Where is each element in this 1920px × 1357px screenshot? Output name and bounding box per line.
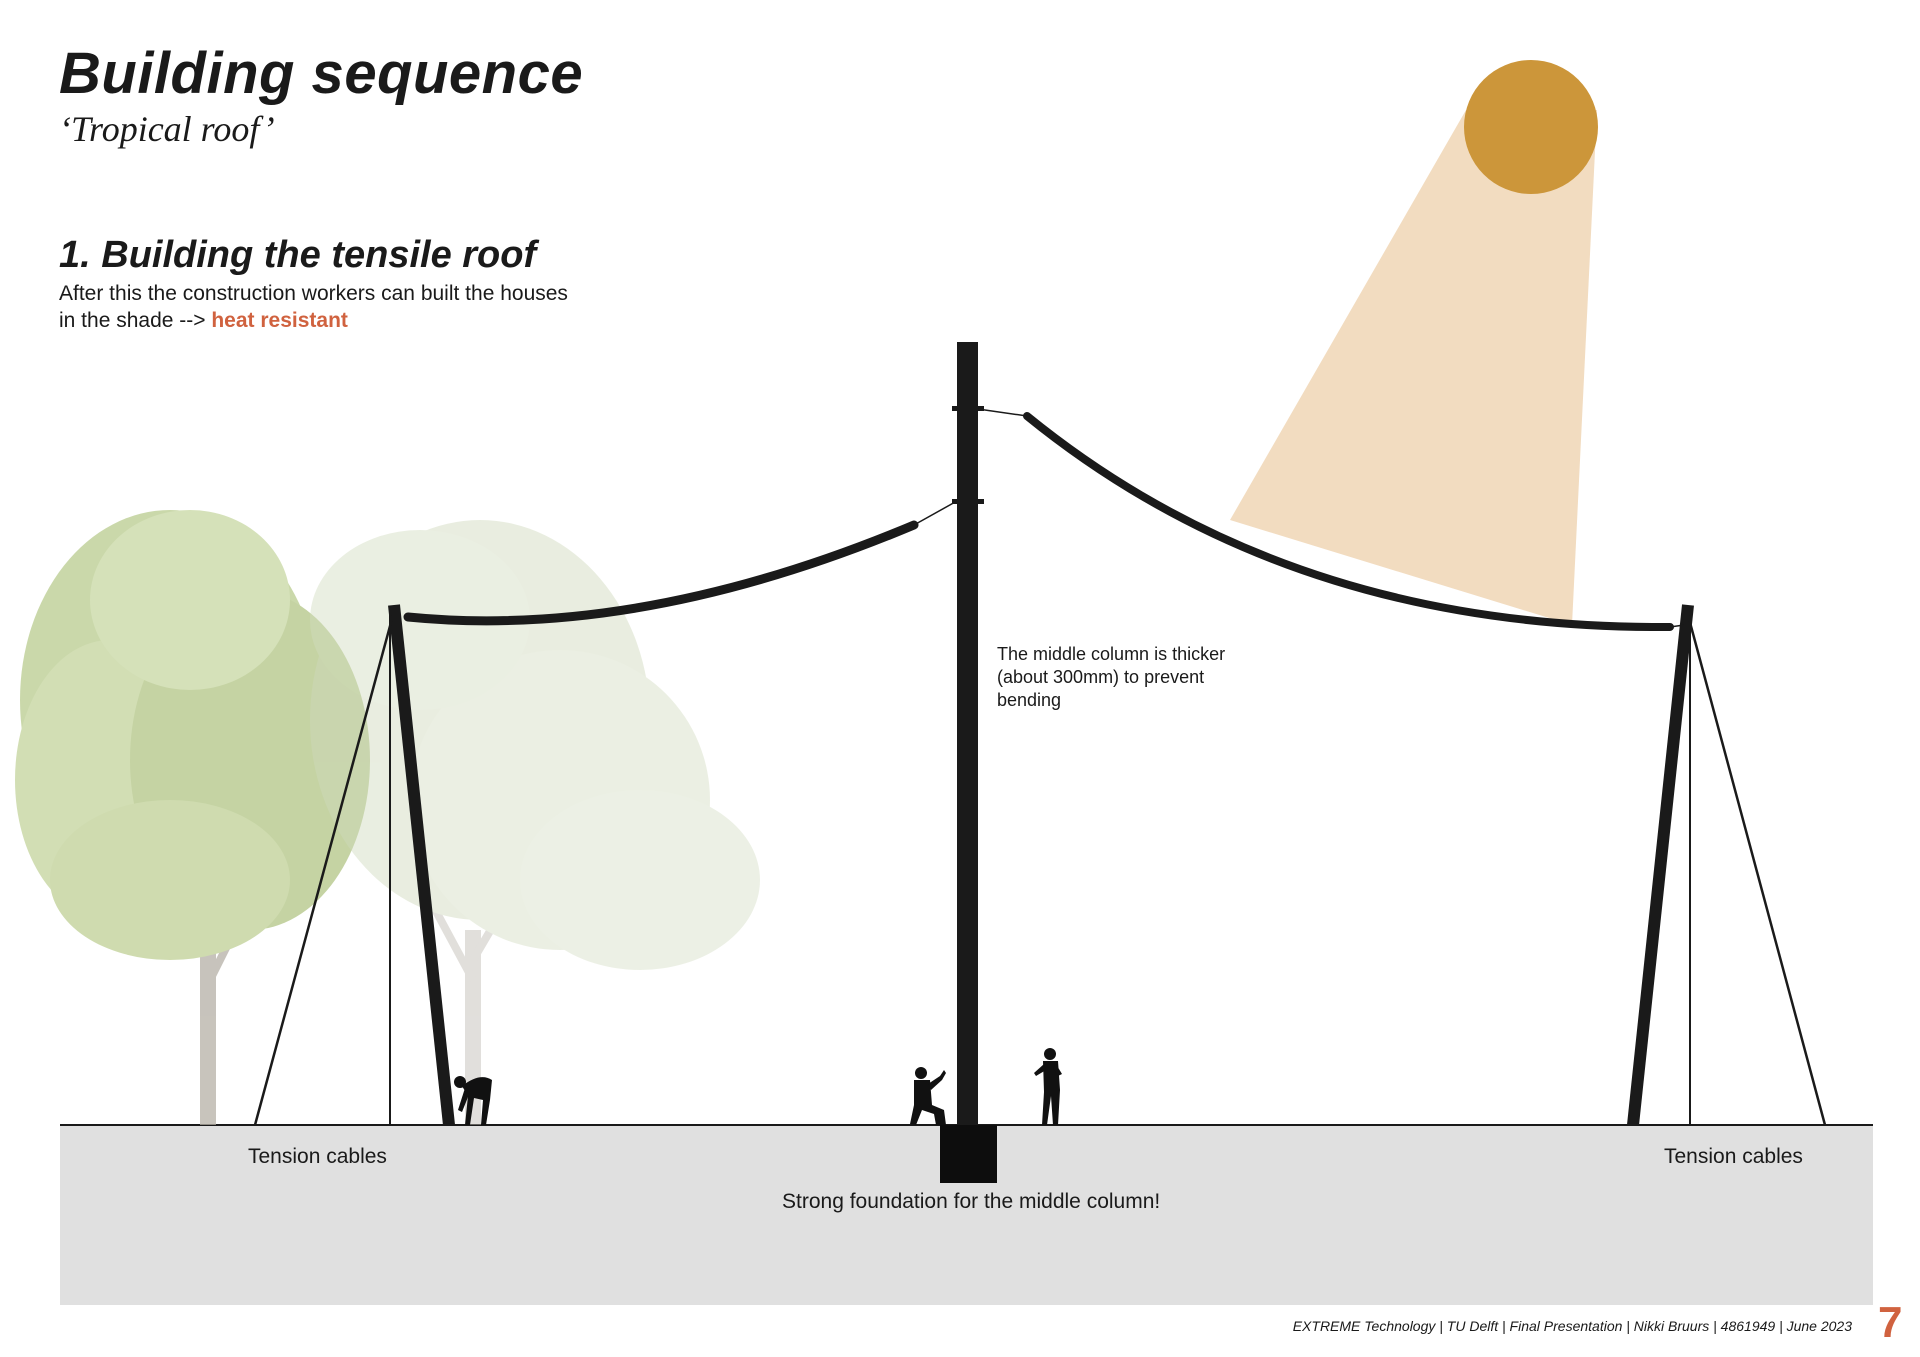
tension-cables-label-left: Tension cables	[248, 1145, 387, 1169]
page-subtitle: ‘Tropical roof’	[59, 108, 275, 150]
right-pole	[1633, 605, 1688, 1125]
sun	[1464, 60, 1598, 194]
page-title: Building sequence	[59, 40, 583, 107]
worker-standing	[1034, 1048, 1062, 1125]
tension-cables-label-right: Tension cables	[1664, 1145, 1803, 1169]
tree-middle	[310, 520, 760, 1125]
roof-right-tie	[978, 409, 1027, 416]
worker-kneeling	[910, 1067, 946, 1125]
foundation-label: Strong foundation for the middle column!	[782, 1190, 1160, 1214]
foundation-block	[940, 1125, 997, 1183]
middle-column-note: The middle column is thicker (about 300m…	[997, 643, 1257, 712]
roof-left-tie	[914, 501, 957, 525]
step-title: 1. Building the tensile roof	[59, 234, 536, 277]
footer-credits: EXTREME Technology | TU Delft | Final Pr…	[1293, 1318, 1852, 1334]
middle-column	[957, 342, 978, 1125]
step-highlight: heat resistant	[211, 309, 348, 332]
step-description: After this the construction workers can …	[59, 280, 579, 334]
page-number: 7	[1878, 1298, 1902, 1348]
right-cable-diagonal	[1688, 615, 1825, 1125]
